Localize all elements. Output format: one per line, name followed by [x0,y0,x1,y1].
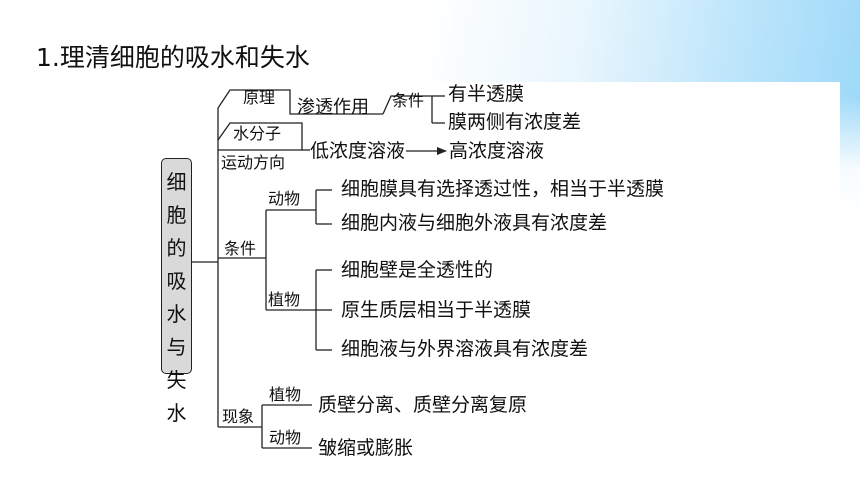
direction-label: 运动方向 [221,153,286,172]
water-label: 水分子 [233,124,282,143]
phenomena-animal-leaf: 皱缩或膨胀 [318,437,414,459]
principle-label: 原理 [243,88,276,107]
plant-leaf-wall: 细胞壁是全透性的 [341,259,494,281]
phenomena-label: 现象 [222,407,255,426]
animal-leaf-membrane: 细胞膜具有选择透过性，相当于半透膜 [341,178,665,200]
root-node-label: 细胞的吸水与失水 [166,170,187,425]
condition-leaf-concentration: 膜两侧有浓度差 [448,111,582,133]
condition-leaf-semipermeable: 有半透膜 [448,83,525,105]
plant-leaf-solutions: 细胞液与外界溶液具有浓度差 [341,338,589,360]
high-concentration-node: 高浓度溶液 [449,140,545,162]
plant-leaf-protoplasm: 原生质层相当于半透膜 [341,299,532,321]
condition-connector [382,95,432,115]
low-concentration-node: 低浓度溶液 [310,140,406,162]
phenomena-plant-label: 植物 [269,385,302,404]
phenomena-plant-leaf: 质壁分离、质壁分离复原 [318,394,528,416]
principle-condition-label: 条件 [392,91,425,110]
branch-principle-line [217,89,296,115]
phenomena-animal-label: 动物 [269,428,302,447]
osmosis-node: 渗透作用 [297,97,369,118]
root-node-box [161,158,192,374]
conditions-label: 条件 [224,239,257,258]
page-title: 1.理清细胞的吸水和失水 [36,43,310,72]
branch-water-line [217,122,303,151]
conditions-animal-label: 动物 [268,189,301,208]
conditions-plant-label: 植物 [268,290,301,309]
animal-leaf-fluids: 细胞内液与细胞外液具有浓度差 [341,212,608,234]
